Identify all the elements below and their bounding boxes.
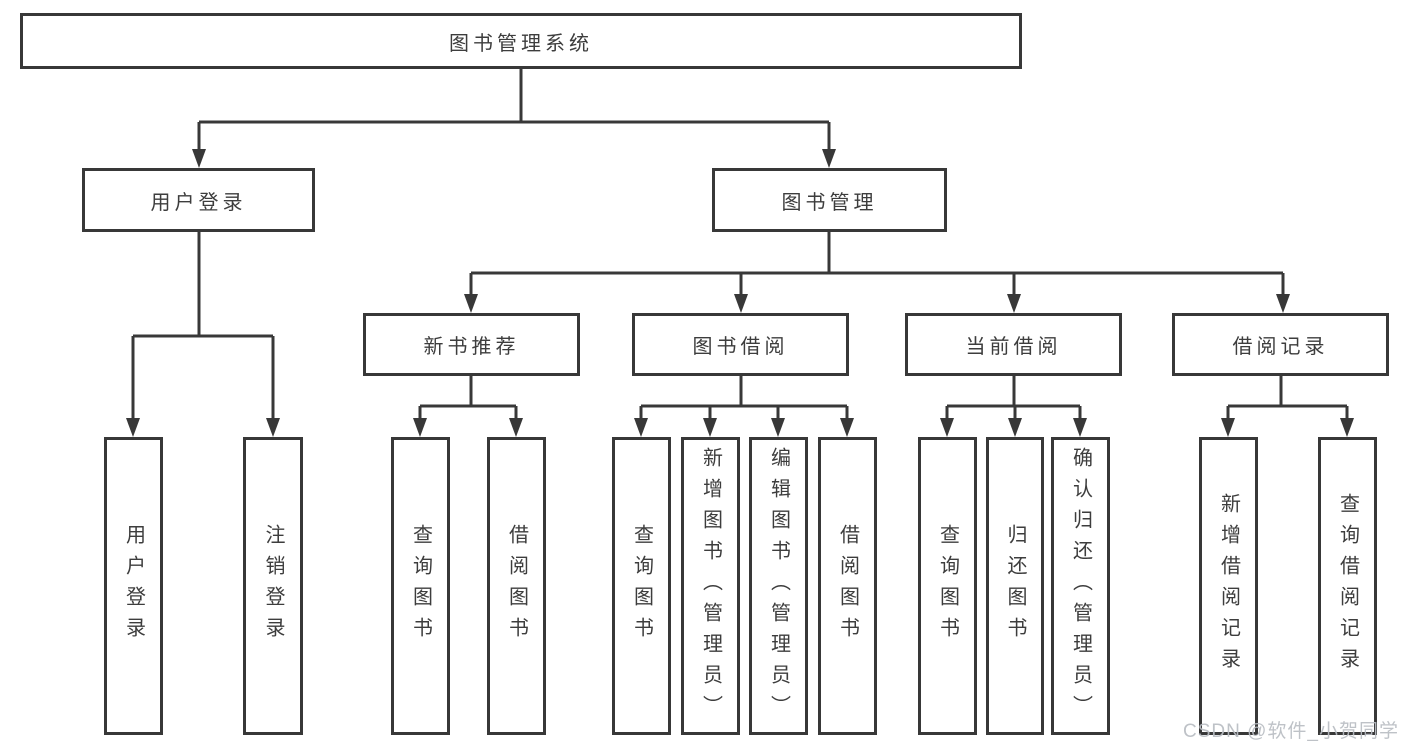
leaf-borrow-books-label: 借阅图书 (836, 524, 859, 648)
node-user-login: 用户登录 (82, 168, 315, 232)
leaf-query-books-current: 查询图书 (918, 437, 977, 735)
leaf-confirm-return-admin: 确认归还（管理员） (1051, 437, 1110, 735)
node-borrow-records: 借阅记录 (1172, 313, 1389, 376)
leaf-return-books: 归还图书 (986, 437, 1044, 735)
leaf-query-books-recommend-label: 查询图书 (409, 524, 432, 648)
leaf-borrow-books-recommend: 借阅图书 (487, 437, 546, 735)
leaf-query-books-borrow-label: 查询图书 (630, 524, 653, 648)
node-root-label: 图书管理系统 (449, 32, 593, 55)
leaf-add-books-admin-label: 新增图书（管理员） (699, 446, 722, 726)
leaf-return-books-label: 归还图书 (1004, 524, 1026, 648)
node-borrow-records-label: 借阅记录 (1232, 336, 1329, 358)
leaf-query-books-current-label: 查询图书 (936, 524, 959, 648)
node-book-management: 图书管理 (712, 168, 947, 232)
leaf-logout: 注销登录 (243, 437, 303, 735)
leaf-edit-books-admin: 编辑图书（管理员） (749, 437, 808, 735)
node-book-borrow-label: 图书借阅 (692, 336, 789, 358)
leaf-user-login-label: 用户登录 (122, 524, 145, 648)
leaf-query-books-recommend: 查询图书 (391, 437, 450, 735)
node-user-login-label: 用户登录 (150, 191, 247, 214)
csdn-watermark: CSDN @软件_小贺同学 (1183, 721, 1399, 742)
leaf-query-borrow-record: 查询借阅记录 (1318, 437, 1377, 735)
node-new-book-recommend: 新书推荐 (363, 313, 580, 376)
leaf-confirm-return-admin-label: 确认归还（管理员） (1069, 446, 1092, 726)
node-root: 图书管理系统 (20, 13, 1022, 69)
leaf-query-books-borrow: 查询图书 (612, 437, 671, 735)
node-book-borrow: 图书借阅 (632, 313, 849, 376)
node-current-borrow-label: 当前借阅 (965, 336, 1062, 358)
leaf-add-borrow-record: 新增借阅记录 (1199, 437, 1258, 735)
leaf-borrow-books-recommend-label: 借阅图书 (505, 524, 528, 648)
leaf-logout-label: 注销登录 (262, 524, 284, 648)
node-book-management-label: 图书管理 (781, 191, 878, 214)
leaf-borrow-books: 借阅图书 (818, 437, 877, 735)
node-current-borrow: 当前借阅 (905, 313, 1122, 376)
node-new-book-recommend-label: 新书推荐 (423, 336, 520, 358)
leaf-user-login: 用户登录 (104, 437, 163, 735)
leaf-add-books-admin: 新增图书（管理员） (681, 437, 740, 735)
leaf-edit-books-admin-label: 编辑图书（管理员） (767, 446, 790, 726)
leaf-add-borrow-record-label: 新增借阅记录 (1217, 493, 1240, 679)
leaf-query-borrow-record-label: 查询借阅记录 (1336, 493, 1359, 679)
